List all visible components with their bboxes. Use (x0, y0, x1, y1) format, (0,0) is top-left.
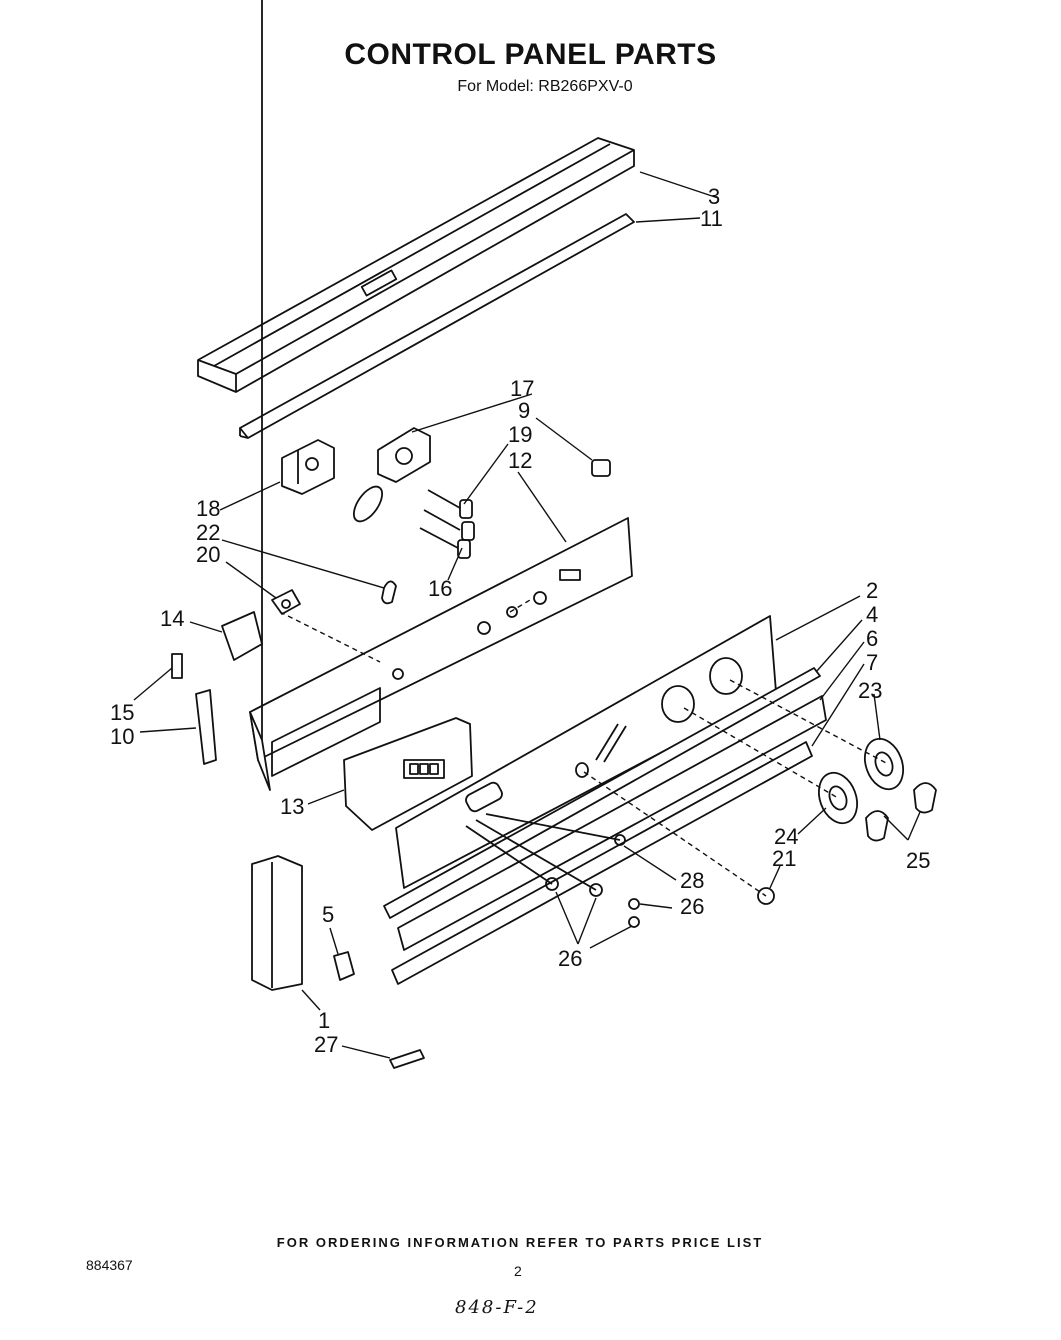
callout-15: 15 (110, 700, 134, 725)
switch-block (281, 439, 335, 495)
callout-26-bottom: 26 (558, 946, 582, 971)
callout-23: 23 (858, 678, 882, 703)
callout-16: 16 (428, 576, 452, 601)
clip-22 (381, 580, 397, 605)
part-5 (333, 951, 355, 981)
terminal-connectors (419, 489, 475, 559)
trim-strips (383, 667, 827, 985)
callout-5: 5 (322, 902, 334, 927)
bracket-10 (195, 689, 217, 765)
ordering-note: FOR ORDERING INFORMATION REFER TO PARTS … (276, 1235, 764, 1250)
callout-10: 10 (110, 724, 134, 749)
callout-22: 22 (196, 520, 220, 545)
callout-12: 12 (508, 448, 532, 473)
callout-7: 7 (866, 650, 878, 675)
callout-26-right: 26 (680, 894, 704, 919)
callout-24: 24 (774, 824, 798, 849)
page-number: 2 (514, 1263, 522, 1279)
leader-lines (133, 171, 921, 1059)
callout-3: 3 (708, 184, 720, 209)
handwritten-note: 848-F-2 (455, 1297, 539, 1318)
callout-20: 20 (196, 542, 220, 567)
top-trim-channel (197, 137, 635, 393)
callout-labels: 3 11 17 9 19 12 18 22 20 16 14 15 10 13 … (110, 184, 930, 1057)
page-title: CONTROL PANEL PARTS (344, 38, 717, 71)
document-number: 884367 (86, 1257, 133, 1273)
screws-and-spacers (465, 813, 640, 928)
callout-11: 11 (700, 206, 723, 231)
callout-25: 25 (906, 848, 930, 873)
callout-28: 28 (680, 868, 704, 893)
callout-2: 2 (866, 578, 878, 603)
callout-13: 13 (280, 794, 304, 819)
bracket-15 (171, 653, 183, 679)
switch-17 (377, 427, 431, 483)
control-knobs (817, 737, 937, 842)
end-cap-1 (251, 855, 303, 991)
model-subtitle: For Model: RB266PXV-0 (457, 78, 633, 95)
callout-18: 18 (196, 496, 220, 521)
filler-strip (239, 213, 635, 439)
rear-panel (249, 0, 633, 791)
callout-1: 1 (318, 1008, 330, 1033)
callout-14: 14 (160, 606, 184, 631)
small-knob-9 (591, 459, 611, 477)
switch-bracket-20 (271, 589, 301, 615)
callout-4: 4 (866, 602, 878, 627)
callout-19: 19 (508, 422, 532, 447)
callout-27: 27 (314, 1032, 338, 1057)
callout-9: 9 (518, 398, 530, 423)
grommet (353, 485, 383, 523)
callout-21: 21 (772, 846, 796, 871)
clock-module (343, 717, 473, 831)
callout-6: 6 (866, 626, 878, 651)
part-27 (389, 1049, 425, 1069)
cover-14 (221, 611, 263, 661)
callout-17: 17 (510, 376, 534, 401)
